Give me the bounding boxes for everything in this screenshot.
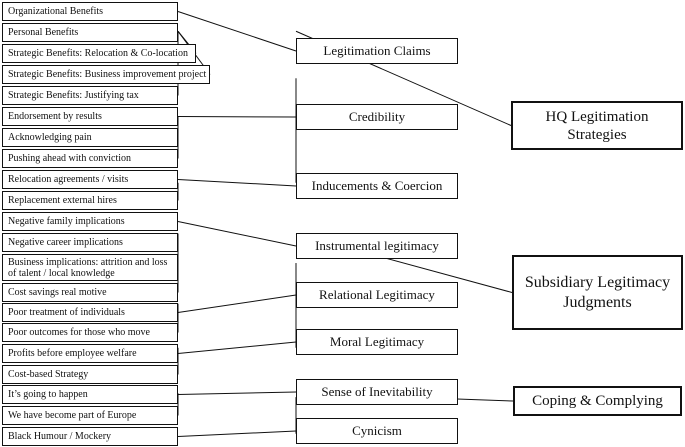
leaf-label: Profits before employee welfare	[8, 348, 137, 359]
leaf-negative-career: Negative career implications	[2, 233, 178, 252]
leaf-label: We have become part of Europe	[8, 410, 137, 421]
leaf-label: Endorsement by results	[8, 111, 102, 122]
leaf-label: Poor outcomes for those who move	[8, 327, 150, 338]
leaf-profits-before-welfare: Profits before employee welfare	[2, 344, 178, 363]
category-inducements-coercion: Inducements & Coercion	[296, 173, 458, 199]
category-cynicism: Cynicism	[296, 418, 458, 444]
leaf-label: Negative career implications	[8, 237, 123, 248]
outcome-subsidiary-legitimacy-judgments: Subsidiary Legitimacy Judgments	[512, 255, 683, 330]
leaf-label: Strategic Benefits: Business improvement…	[8, 69, 207, 80]
category-relational-legitimacy: Relational Legitimacy	[296, 282, 458, 308]
leaf-relocation-agreements: Relocation agreements / visits	[2, 170, 178, 189]
leaf-label: Strategic Benefits: Justifying tax	[8, 90, 139, 101]
category-legitimation-claims: Legitimation Claims	[296, 38, 458, 64]
category-label: Moral Legitimacy	[329, 334, 425, 349]
outcome-label: HQ Legitimation Strategies	[545, 108, 649, 143]
category-label: Inducements & Coercion	[311, 178, 443, 193]
outcome-hq-legitimation-strategies: HQ Legitimation Strategies	[511, 101, 683, 150]
leaf-label: Strategic Benefits: Relocation & Co-loca…	[8, 48, 188, 59]
leaf-poor-treatment: Poor treatment of individuals	[2, 303, 178, 322]
connector-poor-treatment-to-relational-legitimacy	[177, 294, 297, 313]
leaf-justifying-tax: Strategic Benefits: Justifying tax	[2, 86, 178, 105]
leaf-acknowledging-pain: Acknowledging pain	[2, 128, 178, 147]
leaf-label: It’s going to happen	[8, 389, 88, 400]
leaf-pushing-ahead: Pushing ahead with conviction	[2, 149, 178, 168]
category-moral-legitimacy: Moral Legitimacy	[296, 329, 458, 355]
leaf-label: Organizational Benefits	[8, 6, 104, 17]
leaf-part-of-europe: We have become part of Europe	[2, 406, 178, 425]
leaf-business-improvement: Strategic Benefits: Business improvement…	[2, 65, 210, 84]
category-credibility: Credibility	[296, 104, 458, 130]
leaf-cost-based-strategy: Cost-based Strategy	[2, 365, 178, 384]
category-label: Instrumental legitimacy	[315, 238, 439, 253]
leaf-label: Negative family implications	[8, 216, 125, 227]
outcome-label: Subsidiary Legitimacy Judgments	[524, 273, 671, 311]
category-label: Sense of Inevitability	[321, 384, 433, 399]
leaf-business-implications: Business implications: attrition and los…	[2, 254, 178, 281]
leaf-label: Relocation agreements / visits	[8, 174, 129, 185]
category-label: Relational Legitimacy	[319, 287, 435, 302]
leaf-cost-savings: Cost savings real motive	[2, 283, 178, 302]
leaf-replacement-hires: Replacement external hires	[2, 191, 178, 210]
connector-organizational-benefits-to-legitimation-claims	[177, 11, 297, 52]
leaf-label: Black Humour / Mockery	[8, 431, 112, 442]
leaf-going-to-happen: It’s going to happen	[2, 385, 178, 404]
outcome-coping-complying: Coping & Complying	[513, 386, 682, 416]
connector-profits-before-welfare-to-moral-legitimacy	[177, 341, 297, 354]
connector-black-humour-to-cynicism	[177, 430, 297, 437]
leaf-label: Acknowledging pain	[8, 132, 92, 143]
connector-endorsement-by-results-to-credibility	[177, 116, 297, 118]
category-sense-of-inevitability: Sense of Inevitability	[296, 379, 458, 405]
leaf-label: Pushing ahead with conviction	[8, 153, 132, 164]
leaf-label: Personal Benefits	[8, 27, 79, 38]
connector-going-to-happen-to-sense-of-inevitability	[177, 391, 297, 395]
leaf-label: Cost savings real motive	[8, 287, 107, 298]
leaf-negative-family: Negative family implications	[2, 212, 178, 231]
category-label: Legitimation Claims	[323, 43, 431, 58]
connector-relocation-agreements-to-inducements-coercion	[177, 179, 297, 187]
leaf-label: Cost-based Strategy	[8, 369, 89, 380]
category-label: Credibility	[348, 109, 406, 124]
connector-negative-family-to-instrumental-legitimacy	[177, 221, 297, 247]
leaf-label: Replacement external hires	[8, 195, 117, 206]
leaf-organizational-benefits: Organizational Benefits	[2, 2, 178, 21]
category-instrumental-legitimacy: Instrumental legitimacy	[296, 233, 458, 259]
leaf-label: Business implications: attrition and los…	[8, 257, 168, 279]
category-label: Cynicism	[352, 423, 402, 438]
leaf-black-humour: Black Humour / Mockery	[2, 427, 178, 446]
outcome-label: Coping & Complying	[532, 393, 663, 409]
leaf-endorsement-by-results: Endorsement by results	[2, 107, 178, 126]
leaf-label: Poor treatment of individuals	[8, 307, 125, 318]
leaf-poor-outcomes: Poor outcomes for those who move	[2, 323, 178, 342]
leaf-personal-benefits: Personal Benefits	[2, 23, 178, 42]
leaf-relocation-colocation: Strategic Benefits: Relocation & Co-loca…	[2, 44, 196, 63]
